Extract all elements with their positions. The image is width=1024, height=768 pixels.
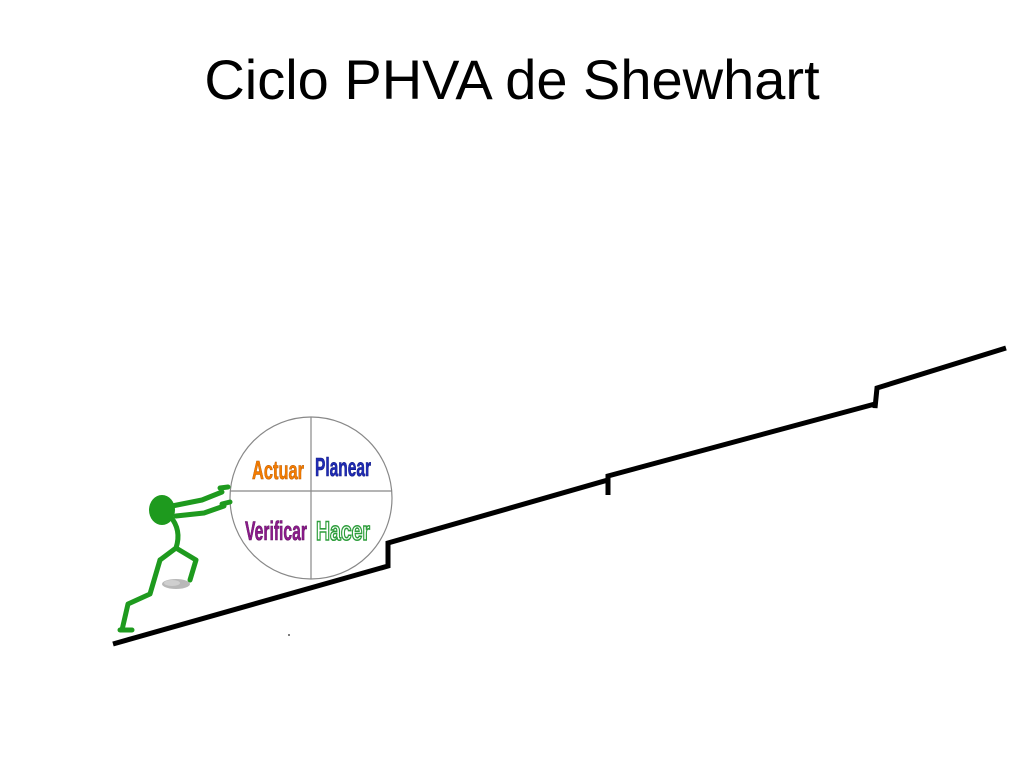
pushing-person-icon [117,484,233,633]
cycle-wheel: Actuar Planear Verificar Hacer [229,416,393,580]
figure-hand [217,484,233,507]
dust-cloud [162,579,190,589]
staircase-line [112,345,1007,647]
figure-leg-back [119,557,163,633]
figure-arm-upper [169,489,225,509]
quadrant-label-verificar: Verificar [245,516,307,546]
figure-leg-front [173,545,199,583]
small-dot [288,634,290,636]
slide-title: Ciclo PHVA de Shewhart [204,48,820,111]
quadrant-label-hacer: Hacer [316,516,370,546]
quadrant-label-planear: Planear [315,452,371,482]
figure-arm-lower [173,503,227,519]
quadrant-label-actuar: Actuar [252,455,304,485]
